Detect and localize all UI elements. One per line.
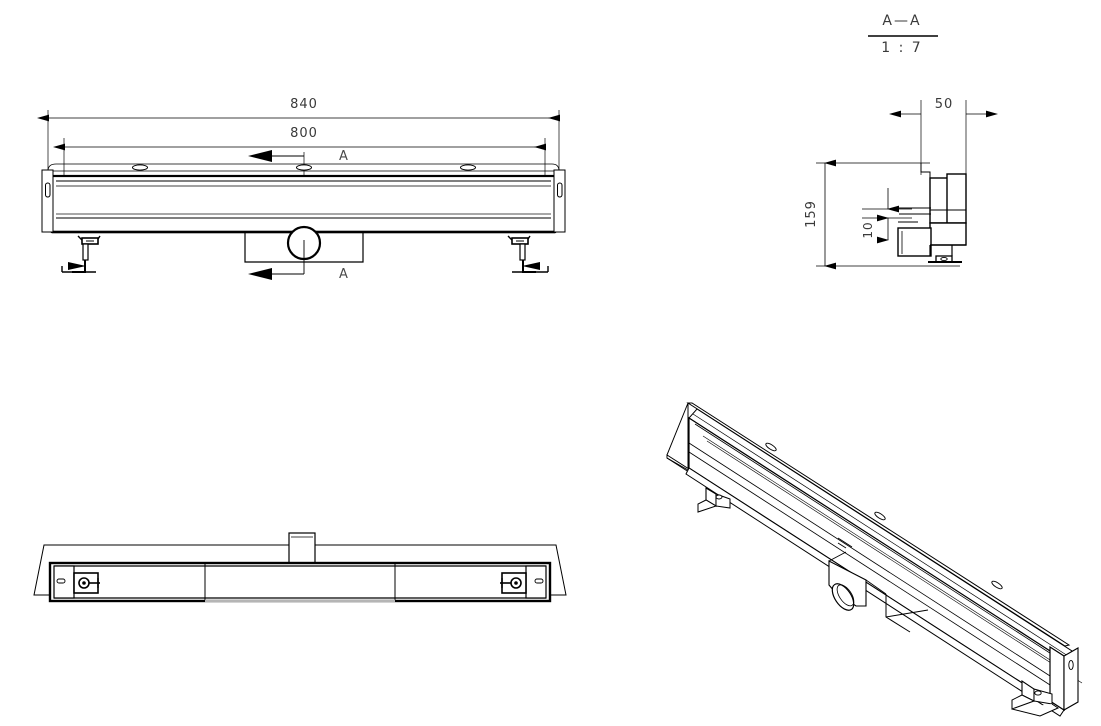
plan-left-adjuster — [53, 565, 100, 599]
mounting-slot — [132, 164, 148, 171]
isometric-view — [666, 402, 1083, 717]
section-channel-void — [897, 227, 932, 257]
iso-outlet-pipe — [828, 551, 929, 633]
plan-outlet-spout — [288, 532, 316, 568]
front-right-end-cap — [553, 169, 566, 233]
section-wall-flange — [946, 173, 967, 224]
section-scale-label: 1 : 7 — [881, 40, 922, 56]
dimension-overall-height: 159 — [804, 159, 960, 270]
front-channel-body — [50, 174, 557, 234]
section-mark-a-bottom: A — [248, 240, 349, 282]
plan-view — [33, 532, 567, 603]
mounting-slot — [765, 442, 777, 452]
dimension-channel-length: 800 — [53, 126, 546, 176]
mounting-slot — [874, 511, 886, 521]
end-cap-slot — [1068, 659, 1074, 671]
iso-left-foot — [697, 487, 731, 513]
section-body — [929, 222, 967, 246]
end-cap-slot — [557, 182, 563, 198]
plan-right-adjuster — [500, 565, 547, 599]
front-elevation-view: 840 800 A — [37, 97, 566, 282]
iso-top-rail — [688, 408, 1073, 661]
section-mark-a-top-label: A — [339, 149, 349, 164]
section-title-block: A—A 1 : 7 — [868, 13, 938, 56]
plan-channel-body — [48, 561, 552, 603]
iso-right-foot — [1011, 679, 1060, 717]
section-mark-a-bottom-label: A — [339, 267, 349, 282]
front-left-end-cap — [41, 169, 54, 233]
front-right-foot — [507, 235, 549, 273]
plan-channel-outline — [48, 561, 552, 603]
dimension-159-text: 159 — [804, 200, 819, 228]
end-slot — [56, 578, 66, 584]
iso-wall-flange — [686, 402, 1071, 647]
dimension-50-text: 50 — [935, 97, 954, 112]
front-left-foot — [61, 235, 101, 273]
end-slot — [534, 578, 544, 584]
end-cap-slot — [45, 182, 51, 198]
section-profile — [897, 163, 967, 263]
mounting-slot — [991, 580, 1003, 590]
dimension-10-text: 10 — [861, 221, 875, 238]
section-a-a-view: 50 159 10 — [804, 97, 998, 270]
dimension-gap-height: 10 — [861, 188, 912, 244]
iso-right-end-cap — [1049, 645, 1079, 712]
section-upstand — [929, 177, 949, 224]
dimension-overall-length: 840 — [37, 97, 560, 170]
mounting-slot — [460, 164, 476, 171]
mounting-slot — [296, 164, 312, 171]
dimension-840-text: 840 — [290, 97, 318, 112]
dimension-800-text: 800 — [290, 126, 318, 141]
front-top-flange — [47, 163, 560, 172]
section-title-label: A—A — [882, 13, 921, 29]
